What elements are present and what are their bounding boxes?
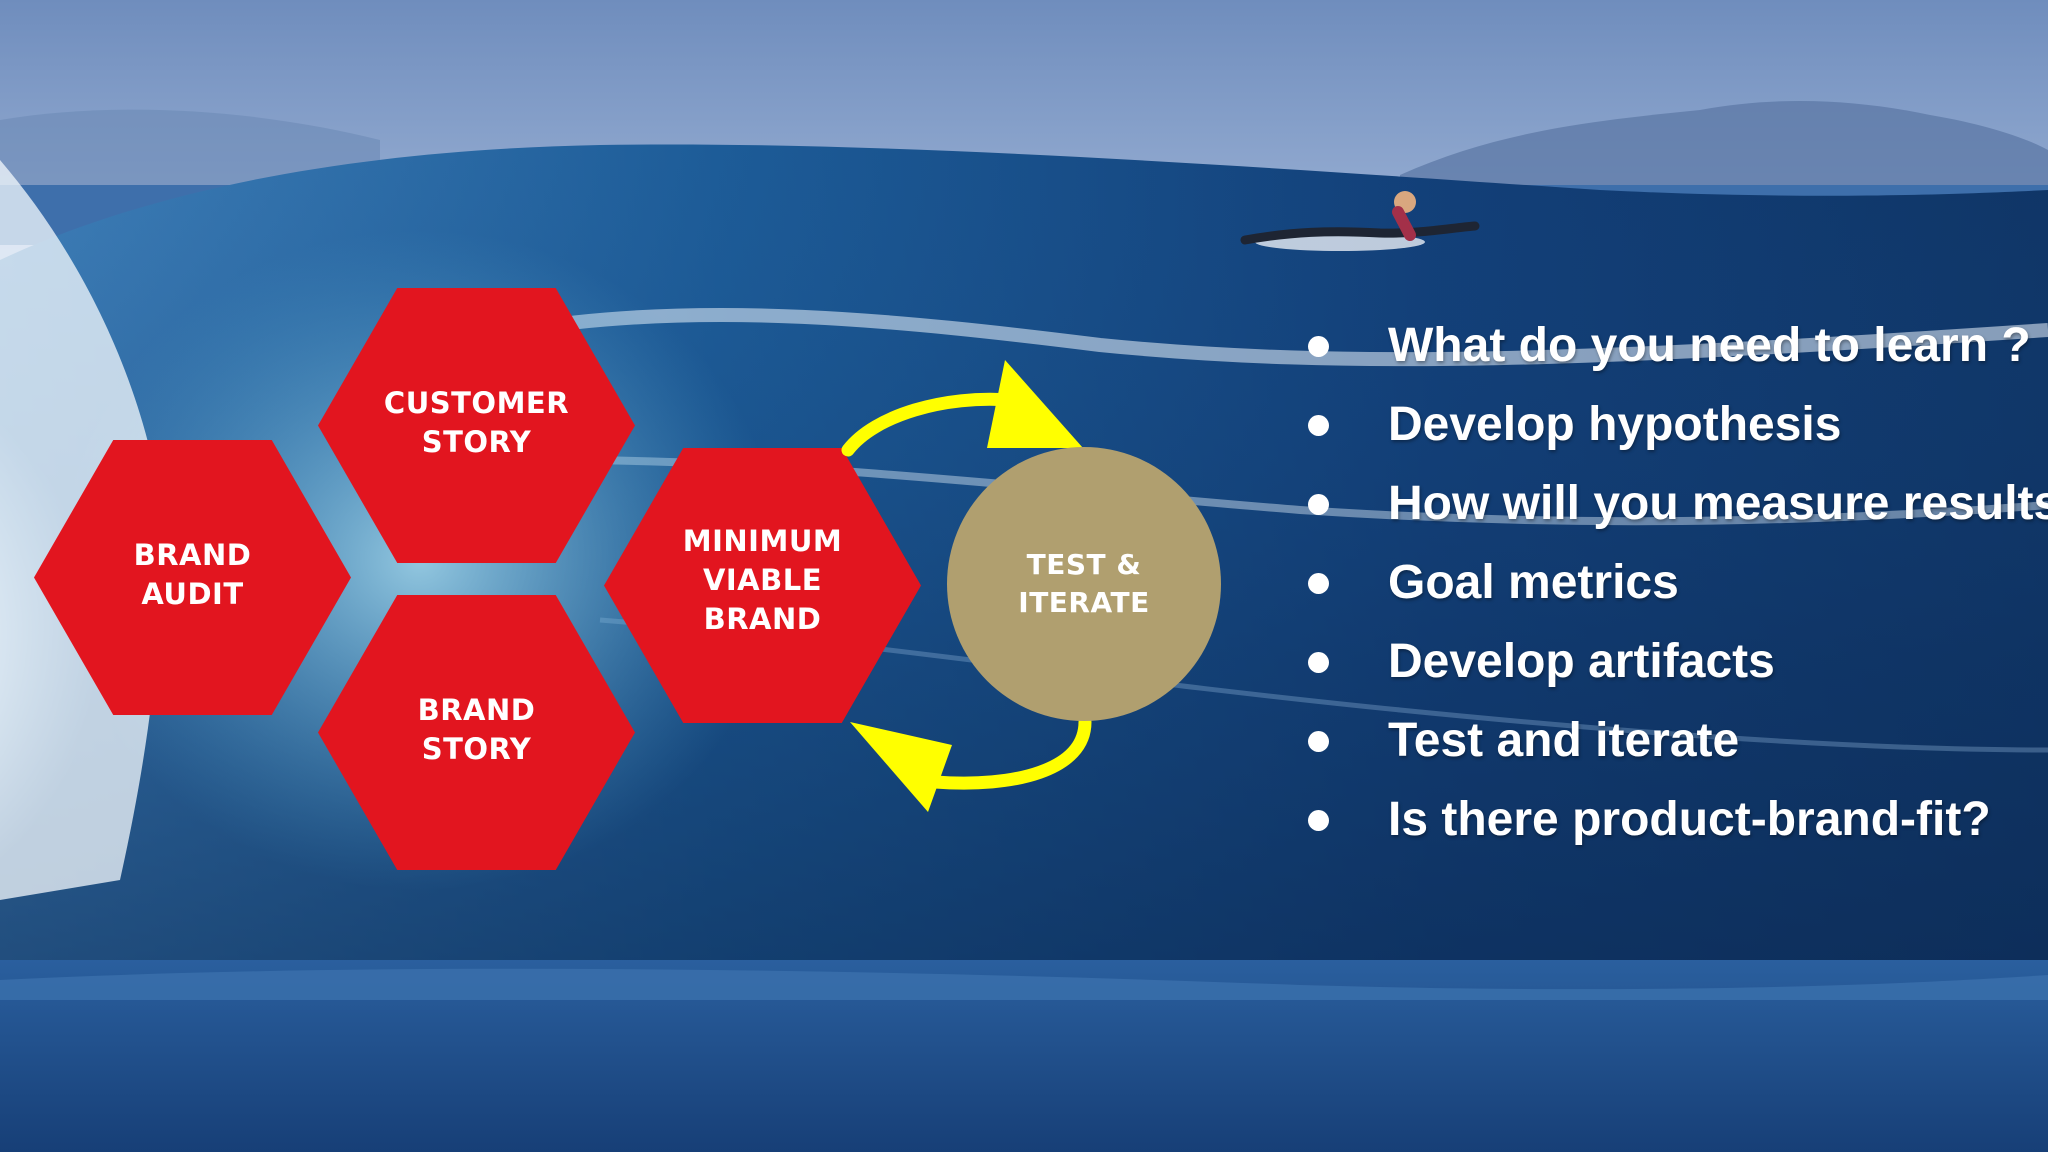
brand-audit-label: BRAND AUDIT — [133, 537, 252, 611]
bullet-item: Test and iterate — [1296, 701, 2048, 780]
bullet-text: Goal metrics — [1388, 556, 1679, 609]
brand-story-label: BRAND STORY — [417, 692, 536, 766]
bullet-dot-icon — [1308, 731, 1329, 752]
bullet-text: Develop hypothesis — [1388, 398, 1842, 451]
bullet-item: Develop artifacts — [1296, 622, 2048, 701]
customer-story-label: CUSTOMER STORY — [383, 385, 570, 459]
bullet-dot-icon — [1308, 573, 1329, 594]
bullet-dot-icon — [1308, 336, 1329, 357]
bullet-dot-icon — [1308, 415, 1329, 436]
bullet-item: What do you need to learn ? — [1296, 306, 2048, 385]
bullet-text: Is there product-brand-fit? — [1388, 793, 1991, 846]
bullet-item: Is there product-brand-fit? — [1296, 780, 2048, 859]
bullet-item: How will you measure results — [1296, 464, 2048, 543]
bullet-item: Develop hypothesis — [1296, 385, 2048, 464]
bullet-dot-icon — [1308, 652, 1329, 673]
bullet-dot-icon — [1308, 494, 1329, 515]
bullet-dot-icon — [1308, 810, 1329, 831]
bullet-text: How will you measure results — [1388, 477, 2048, 530]
bullet-text: Develop artifacts — [1388, 635, 1775, 688]
bullet-text: Test and iterate — [1388, 714, 1740, 767]
surfer-silhouette — [1240, 191, 1480, 251]
minimum-viable-brand-label: MINIMUM VIABLE BRAND — [682, 524, 843, 636]
test-iterate-circle: TEST & ITERATE — [947, 447, 1221, 721]
bullet-text: What do you need to learn ? — [1388, 319, 2031, 372]
test-iterate-label: TEST & ITERATE — [1018, 548, 1150, 619]
bullet-item: Goal metrics — [1296, 543, 2048, 622]
bullet-list: What do you need to learn ? Develop hypo… — [1296, 306, 2048, 859]
